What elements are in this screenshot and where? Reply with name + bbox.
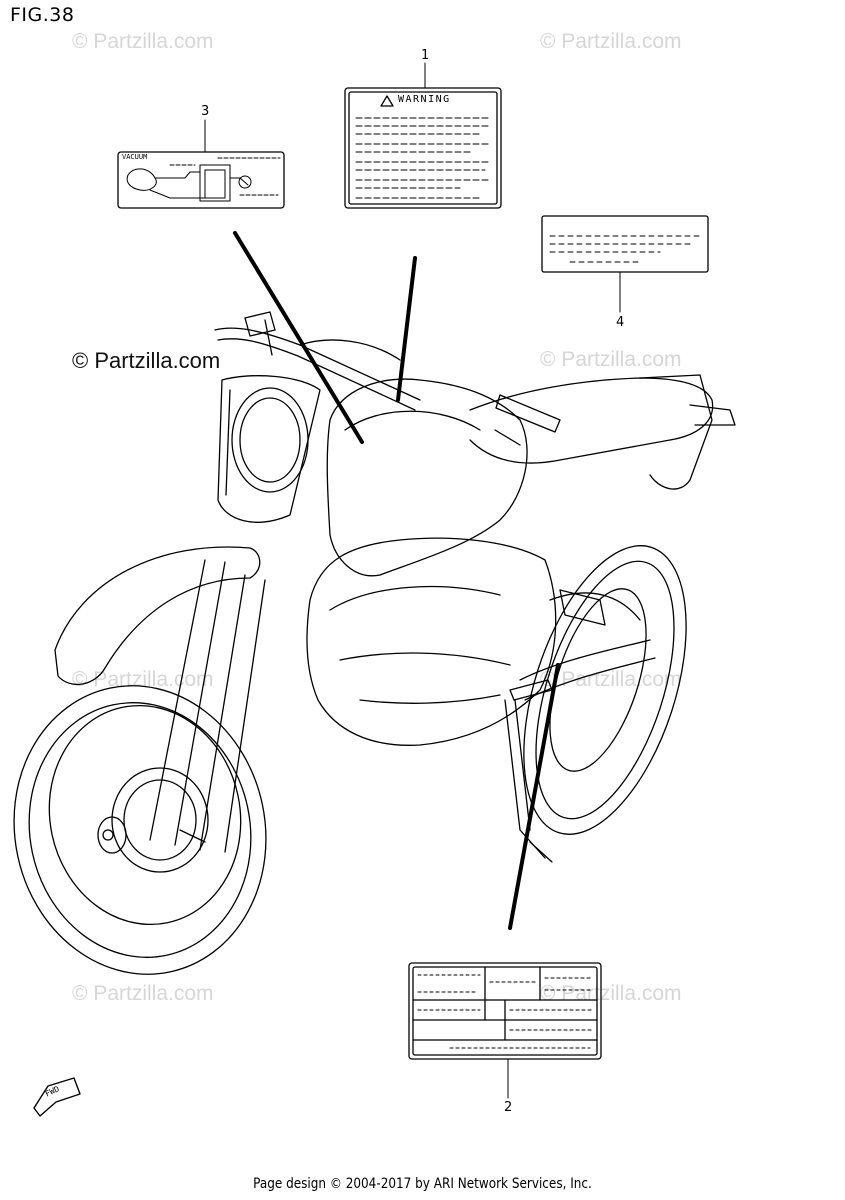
warning-label bbox=[344, 87, 502, 209]
watermark: © Partzilla.com bbox=[540, 348, 682, 371]
vacuum-hose-label bbox=[117, 151, 285, 209]
callout-1: 1 bbox=[421, 48, 430, 63]
info-label-right bbox=[541, 215, 709, 273]
callout-4: 4 bbox=[616, 315, 625, 330]
watermark: © Partzilla.com bbox=[72, 30, 214, 53]
footer-copyright: Page design © 2004-2017 by ARI Network S… bbox=[253, 1176, 592, 1192]
watermark: © Partzilla.com bbox=[72, 982, 214, 1005]
motorcycle-outline bbox=[13, 311, 736, 975]
figure-title: FIG.38 bbox=[10, 4, 75, 26]
fwd-arrow-icon bbox=[33, 1077, 81, 1117]
watermark: © Partzilla.com bbox=[540, 30, 682, 53]
watermark-prominent: © Partzilla.com bbox=[72, 348, 221, 373]
watermark: © Partzilla.com bbox=[72, 668, 214, 691]
callout-2: 2 bbox=[504, 1100, 513, 1115]
vacuum-label-text: VACUUM bbox=[122, 153, 148, 161]
watermark: © Partzilla.com bbox=[540, 982, 682, 1005]
watermark: © Partzilla.com bbox=[540, 668, 682, 691]
callout-3: 3 bbox=[201, 104, 210, 119]
warning-label-text: WARNING bbox=[398, 94, 451, 105]
info-label-lower bbox=[408, 962, 602, 1060]
